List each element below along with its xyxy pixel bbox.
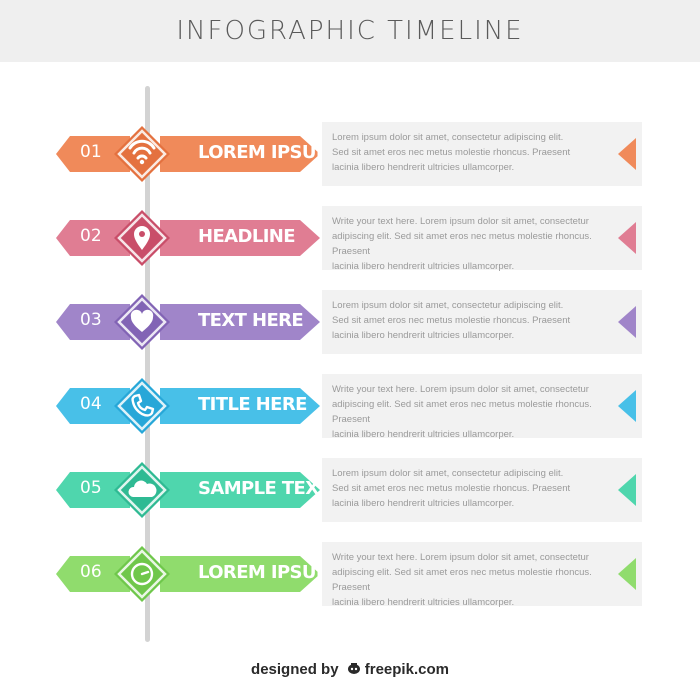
description-line: lacinia libero hendrerit ultricies ullam… xyxy=(332,261,515,272)
description-line: lacinia libero hendrerit ultricies ullam… xyxy=(332,597,515,608)
description-line: Lorem ipsum dolor sit amet, consectetur … xyxy=(332,300,564,311)
description-card: Write your text here. Lorem ipsum dolor … xyxy=(322,206,642,272)
step-title: TEXT HERE xyxy=(198,310,304,331)
pointer-arrow-icon xyxy=(618,222,636,254)
description-text: Lorem ipsum dolor sit amet, consectetur … xyxy=(332,298,614,343)
pointer-arrow-icon xyxy=(618,138,636,170)
description-line: adipiscing elit. Sed sit amet eros nec m… xyxy=(332,399,592,425)
description-line: lacinia libero hendrerit ultricies ullam… xyxy=(332,330,515,341)
page-title: INFOGRAPHIC TIMELINE xyxy=(176,16,524,46)
pointer-arrow-icon xyxy=(618,558,636,590)
timeline-item: 04 TITLE HERE Write your text here. Lorem… xyxy=(0,374,700,440)
description-text: Write your text here. Lorem ipsum dolor … xyxy=(332,214,614,274)
freepik-logo-icon xyxy=(347,663,360,674)
timeline-spine xyxy=(145,86,150,642)
description-line: Sed sit amet eros nec metus molestie rho… xyxy=(332,315,571,326)
description-line: lacinia libero hendrerit ultricies ullam… xyxy=(332,429,515,440)
step-title: HEADLINE xyxy=(198,226,296,247)
step-title: LOREM IPSUM xyxy=(198,142,334,163)
heart-icon xyxy=(116,296,168,348)
footer-brand: freepik.com xyxy=(364,661,449,678)
description-card: Write your text here. Lorem ipsum dolor … xyxy=(322,542,642,608)
header: INFOGRAPHIC TIMELINE xyxy=(0,0,700,62)
timeline-banner xyxy=(56,546,320,602)
cloud-icon xyxy=(116,464,168,516)
description-card: Write your text here. Lorem ipsum dolor … xyxy=(322,374,642,440)
step-number: 05 xyxy=(80,478,102,498)
timeline-banner xyxy=(56,378,320,434)
description-text: Write your text here. Lorem ipsum dolor … xyxy=(332,382,614,442)
step-title: LOREM IPSUM xyxy=(198,562,334,583)
location-pin-icon xyxy=(116,212,168,264)
phone-icon xyxy=(116,380,168,432)
description-card: Lorem ipsum dolor sit amet, consectetur … xyxy=(322,122,642,186)
description-line: Sed sit amet eros nec metus molestie rho… xyxy=(332,483,571,494)
description-line: Sed sit amet eros nec metus molestie rho… xyxy=(332,147,571,158)
timeline-item: 03 TEXT HERE Lorem ipsum dolor sit amet, … xyxy=(0,290,700,354)
step-title: SAMPLE TEXT xyxy=(198,478,331,499)
wifi-icon xyxy=(116,128,168,180)
description-line: lacinia libero hendrerit ultricies ullam… xyxy=(332,162,515,173)
description-text: Write your text here. Lorem ipsum dolor … xyxy=(332,550,614,610)
footer-designed-by: designed by xyxy=(251,661,339,678)
description-card: Lorem ipsum dolor sit amet, consectetur … xyxy=(322,290,642,354)
description-text: Lorem ipsum dolor sit amet, consectetur … xyxy=(332,130,614,175)
pointer-arrow-icon xyxy=(618,474,636,506)
description-line: Write your text here. Lorem ipsum dolor … xyxy=(332,552,589,563)
step-title: TITLE HERE xyxy=(198,394,307,415)
pointer-arrow-icon xyxy=(618,390,636,422)
description-line: adipiscing elit. Sed sit amet eros nec m… xyxy=(332,567,592,593)
description-text: Lorem ipsum dolor sit amet, consectetur … xyxy=(332,466,614,511)
description-line: adipiscing elit. Sed sit amet eros nec m… xyxy=(332,231,592,257)
description-line: Lorem ipsum dolor sit amet, consectetur … xyxy=(332,132,564,143)
timeline-banner xyxy=(56,126,320,182)
description-card: Lorem ipsum dolor sit amet, consectetur … xyxy=(322,458,642,522)
description-line: Lorem ipsum dolor sit amet, consectetur … xyxy=(332,468,564,479)
step-number: 01 xyxy=(80,142,102,162)
footer-credit: designed by freepik.com xyxy=(0,660,700,678)
description-line: Write your text here. Lorem ipsum dolor … xyxy=(332,384,589,395)
description-line: lacinia libero hendrerit ultricies ullam… xyxy=(332,498,515,509)
step-number: 04 xyxy=(80,394,102,414)
clock-icon xyxy=(116,548,168,600)
step-number: 03 xyxy=(80,310,102,330)
description-line: Write your text here. Lorem ipsum dolor … xyxy=(332,216,589,227)
step-number: 02 xyxy=(80,226,102,246)
step-number: 06 xyxy=(80,562,102,582)
pointer-arrow-icon xyxy=(618,306,636,338)
timeline-item: 02 HEADLINE Write your text here. Lorem i… xyxy=(0,206,700,272)
